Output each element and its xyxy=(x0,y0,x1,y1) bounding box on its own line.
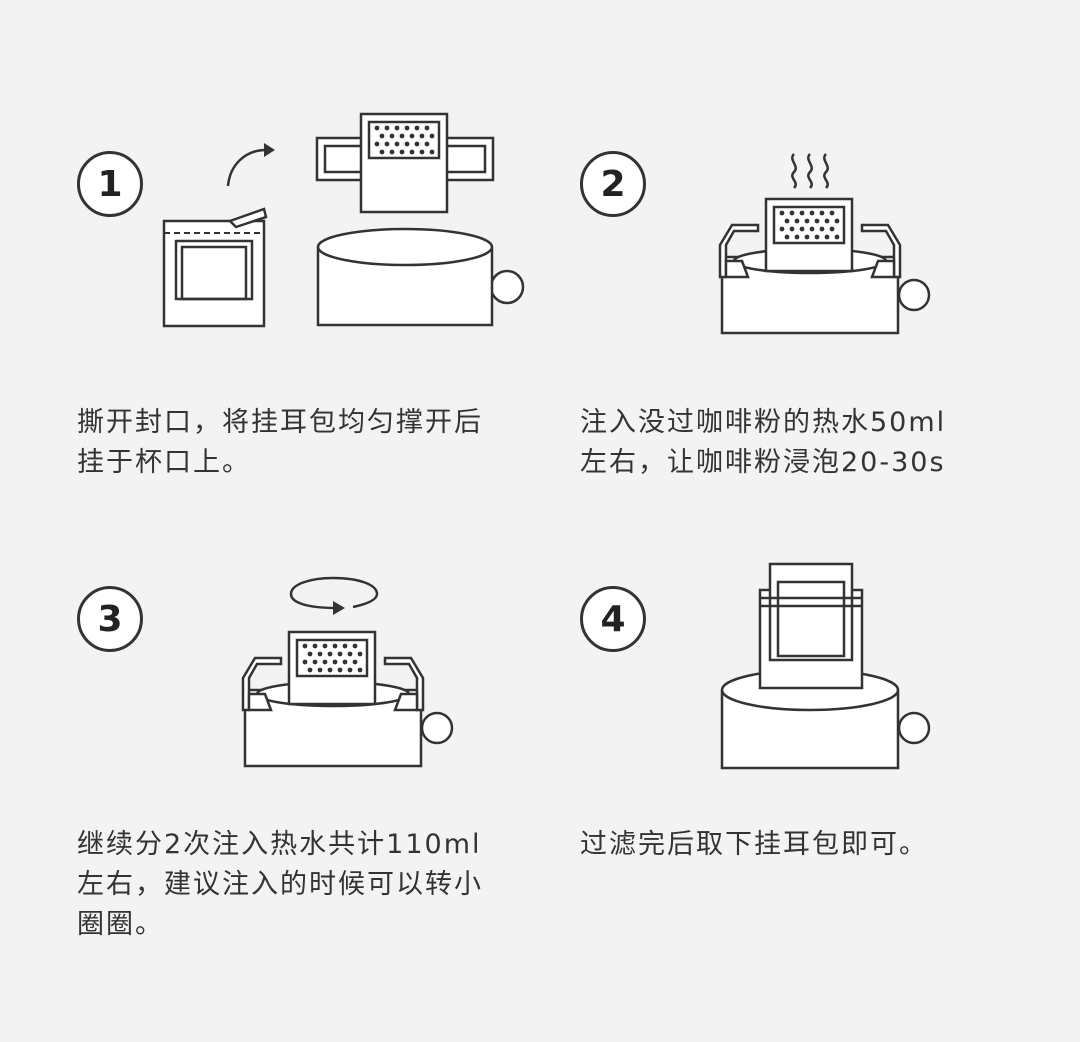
coffee-dot xyxy=(414,141,420,147)
step-3-caption: 继续分2次注入热水共计110ml 左右，建议注入的时候可以转小 圈圈。 xyxy=(77,829,483,940)
coffee-dot xyxy=(419,149,425,155)
coffee-dot xyxy=(404,125,410,131)
coffee-dot xyxy=(347,667,353,673)
coffee-dot xyxy=(399,149,405,155)
coffee-dot xyxy=(819,210,825,216)
coffee-dot xyxy=(327,667,333,673)
coffee-dot xyxy=(814,218,820,224)
drip-bag-icon xyxy=(315,112,495,214)
coffee-dot xyxy=(379,133,385,139)
coffee-dot xyxy=(829,210,835,216)
bag-on-cup-icon xyxy=(241,628,457,773)
coffee-dot xyxy=(824,234,830,240)
coffee-dot xyxy=(794,234,800,240)
step-4-caption: 过滤完后取下挂耳包即可。 xyxy=(580,829,928,860)
coffee-dot xyxy=(342,659,348,665)
coffee-dot xyxy=(327,651,333,657)
coffee-dot xyxy=(414,125,420,131)
coffee-dot xyxy=(784,218,790,224)
coffee-dot xyxy=(317,667,323,673)
coffee-dot xyxy=(337,651,343,657)
steam-icon xyxy=(786,150,836,190)
coffee-dot xyxy=(337,667,343,673)
coffee-dot xyxy=(389,149,395,155)
coffee-dot xyxy=(779,210,785,216)
coffee-dot xyxy=(307,651,313,657)
coffee-dot xyxy=(799,226,805,232)
coffee-dot xyxy=(384,125,390,131)
curved-arrow-icon xyxy=(222,143,275,193)
coffee-dot xyxy=(394,141,400,147)
step-1-caption: 撕开封口，将挂耳包均匀撑开后 挂于杯口上。 xyxy=(77,407,483,478)
coffee-dot xyxy=(322,659,328,665)
step-2-number: 2 xyxy=(580,151,646,217)
open-packet-icon xyxy=(160,205,270,330)
coffee-dot xyxy=(394,125,400,131)
coffee-dot xyxy=(374,125,380,131)
coffee-dot xyxy=(429,149,435,155)
coffee-dot xyxy=(819,226,825,232)
coffee-dot xyxy=(824,218,830,224)
step-3-number: 3 xyxy=(77,586,143,652)
coffee-dot xyxy=(389,133,395,139)
coffee-dot xyxy=(784,234,790,240)
step-2-caption: 注入没过咖啡粉的热水50ml 左右，让咖啡粉浸泡20-30s xyxy=(580,407,947,478)
step-1-number: 1 xyxy=(77,151,143,217)
coffee-dot xyxy=(409,133,415,139)
coffee-dot xyxy=(834,234,840,240)
coffee-dot xyxy=(789,226,795,232)
coffee-dot xyxy=(834,218,840,224)
coffee-dot xyxy=(342,643,348,649)
coffee-dot xyxy=(302,659,308,665)
coffee-dot xyxy=(804,218,810,224)
step-4-number: 4 xyxy=(580,586,646,652)
coffee-dot xyxy=(357,667,363,673)
coffee-dot xyxy=(829,226,835,232)
coffee-dot xyxy=(352,659,358,665)
coffee-dot xyxy=(424,125,430,131)
coffee-dot xyxy=(809,226,815,232)
coffee-dot xyxy=(809,210,815,216)
coffee-dot xyxy=(794,218,800,224)
coffee-dot xyxy=(374,141,380,147)
coffee-dot xyxy=(312,659,318,665)
coffee-dot xyxy=(347,651,353,657)
coffee-dot xyxy=(312,643,318,649)
coffee-dot xyxy=(307,667,313,673)
coffee-dot xyxy=(804,234,810,240)
coffee-dot xyxy=(322,643,328,649)
coffee-dot xyxy=(779,226,785,232)
lift-bag-icon xyxy=(718,560,934,772)
bag-on-cup-icon xyxy=(718,195,934,340)
coffee-dot xyxy=(429,133,435,139)
coffee-dot xyxy=(799,210,805,216)
coffee-dot xyxy=(424,141,430,147)
coffee-dot xyxy=(404,141,410,147)
coffee-dot xyxy=(357,651,363,657)
coffee-dot xyxy=(419,133,425,139)
coffee-dot xyxy=(399,133,405,139)
cup-icon xyxy=(314,225,529,330)
coffee-dot xyxy=(352,643,358,649)
coffee-dot xyxy=(332,659,338,665)
coffee-dot xyxy=(814,234,820,240)
coffee-dot xyxy=(317,651,323,657)
coffee-dot xyxy=(789,210,795,216)
coffee-dot xyxy=(384,141,390,147)
rotation-arrow-icon xyxy=(285,572,383,615)
coffee-dot xyxy=(409,149,415,155)
coffee-dot xyxy=(302,643,308,649)
coffee-dot xyxy=(379,149,385,155)
coffee-dot xyxy=(332,643,338,649)
